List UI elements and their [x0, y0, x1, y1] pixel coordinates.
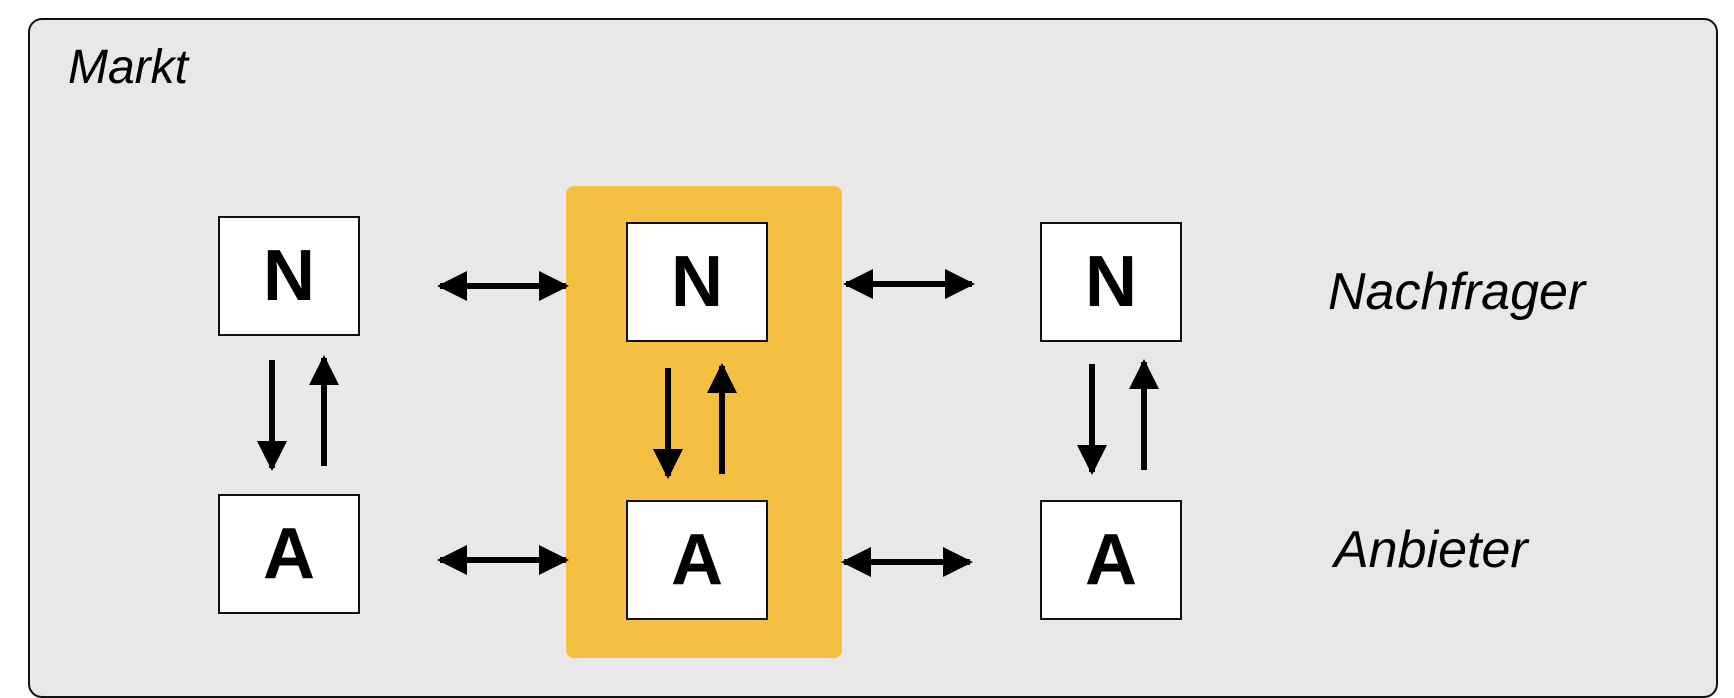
- label-nachfrager: Nachfrager: [1328, 263, 1586, 321]
- arrows-layer: [257, 269, 1159, 577]
- label-anbieter: Anbieter: [1334, 521, 1528, 579]
- box-nachfrager-right: N: [1040, 222, 1182, 342]
- box-anbieter-right: A: [1040, 500, 1182, 620]
- box-anbieter-left: A: [218, 494, 360, 614]
- box-nachfrager-left: N: [218, 216, 360, 336]
- box-anbieter-center: A: [626, 500, 768, 620]
- diagram-title: Markt: [68, 41, 188, 94]
- box-nachfrager-center: N: [626, 222, 768, 342]
